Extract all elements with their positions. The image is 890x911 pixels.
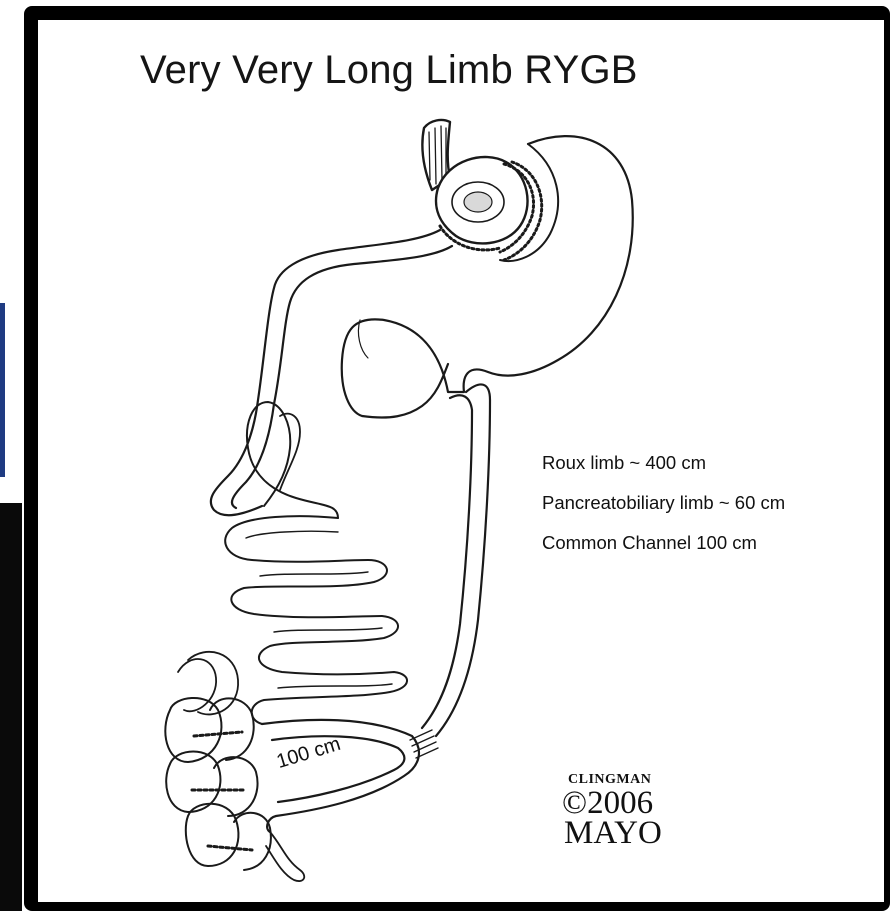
left-edge-blue-strip: [0, 303, 5, 477]
credit-year: ©2006: [562, 788, 682, 818]
pancreatobiliary-limb: [422, 384, 490, 736]
jejunojejunostomy: [410, 730, 438, 758]
pancreatobiliary-limb-note: Pancreatobiliary limb ~ 60 cm: [542, 492, 785, 514]
small-bowel-loops: [225, 402, 407, 724]
gastric-pouch: [436, 157, 542, 260]
roux-limb-note: Roux limb ~ 400 cm: [542, 452, 785, 474]
left-edge-dark-strip: [0, 503, 22, 911]
colon: [165, 652, 271, 870]
common-channel: [262, 720, 419, 832]
figure-panel: Very Very Long Limb RYGB: [38, 20, 884, 902]
credit-organization: MAYO: [562, 818, 682, 848]
roux-limb: [211, 230, 452, 515]
common-channel-note: Common Channel 100 cm: [542, 532, 785, 554]
illustration-credit: CLINGMAN ©2006 MAYO: [562, 772, 682, 848]
limb-length-notes: Roux limb ~ 400 cm Pancreatobiliary limb…: [542, 452, 785, 572]
